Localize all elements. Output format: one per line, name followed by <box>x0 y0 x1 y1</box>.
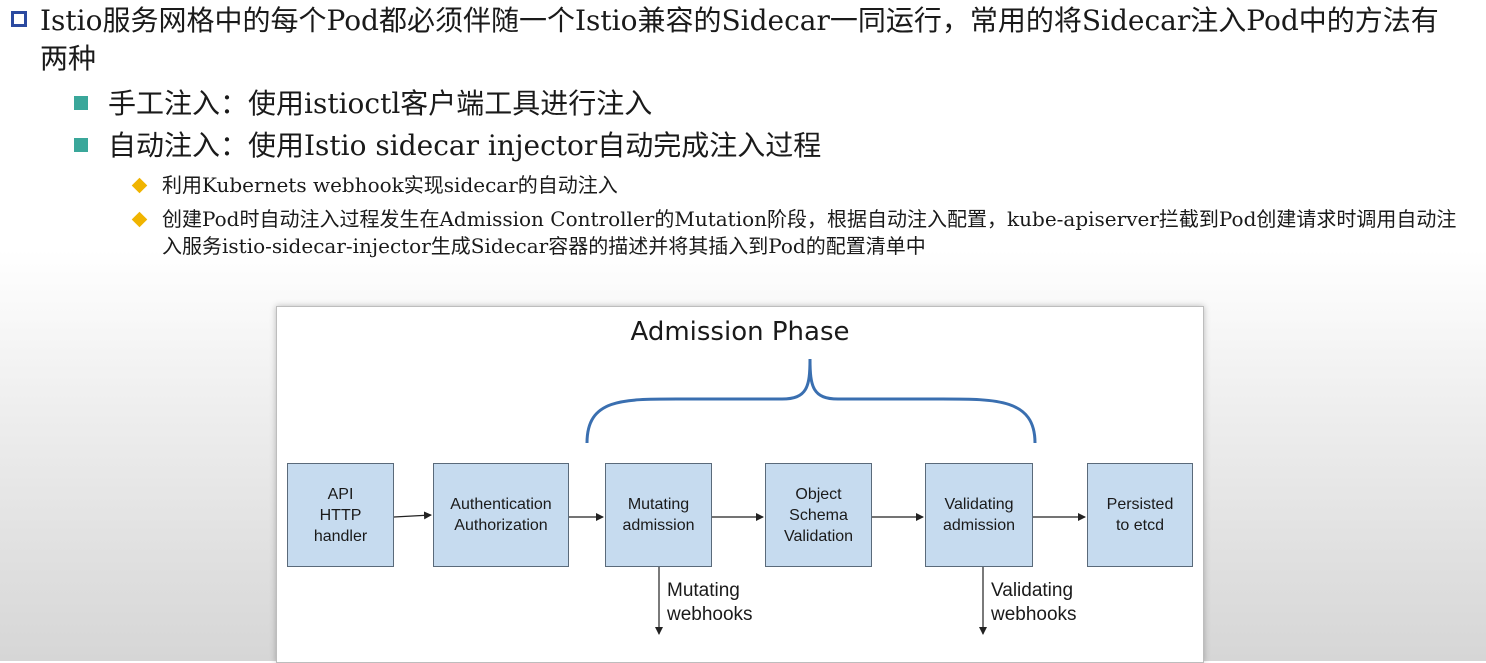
bullet-l3-webhook: 利用Kubernets webhook实现sidecar的自动注入 <box>162 173 618 197</box>
admission-phase-title: Admission Phase <box>630 317 850 347</box>
bullet-l1-text: Istio服务网格中的每个Pod都必须伴随一个Istio兼容的Sidecar一同… <box>40 4 1439 75</box>
node-schema-validation: Object Schema Validation <box>765 463 872 567</box>
node-mutating-admission: Mutating admission <box>605 463 712 567</box>
admission-diagram: Admission Phase API HTTP handler Authent… <box>276 306 1204 663</box>
node-validating-admission: Validating admission <box>925 463 1033 567</box>
diamond-bullet-icon <box>131 211 148 228</box>
square-bullet-icon <box>74 96 88 110</box>
phase-brace <box>585 358 1037 444</box>
bullet-l2-auto: 自动注入：使用Istio sidecar injector自动完成注入过程 <box>108 129 822 162</box>
label-validating-webhooks: Validating webhooks <box>991 580 1077 625</box>
bullet-l2-manual: 手工注入：使用istioctl客户端工具进行注入 <box>108 87 653 120</box>
node-authentication: Authentication Authorization <box>433 463 569 567</box>
square-bullet-icon <box>11 11 27 27</box>
square-bullet-icon <box>74 138 88 152</box>
diamond-bullet-icon <box>131 177 148 194</box>
bullet-l3-admission: 创建Pod时自动注入过程发生在Admission Controller的Muta… <box>162 207 1457 258</box>
node-persisted-etcd: Persisted to etcd <box>1087 463 1193 567</box>
node-api-handler: API HTTP handler <box>287 463 394 567</box>
label-mutating-webhooks: Mutating webhooks <box>667 580 753 625</box>
arrow-api-to-auth <box>393 511 432 520</box>
